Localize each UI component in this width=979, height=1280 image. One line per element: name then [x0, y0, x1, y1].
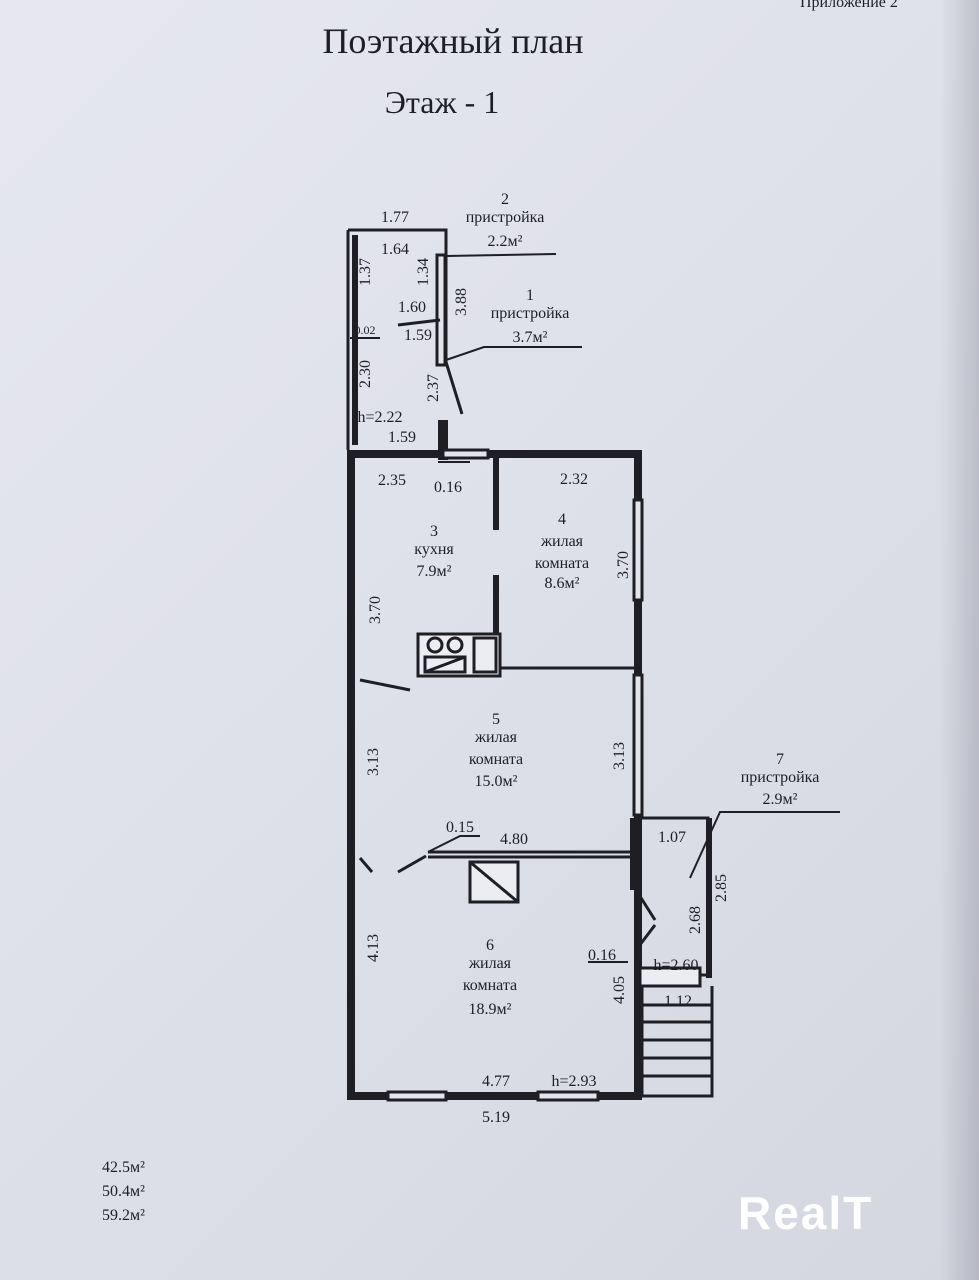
floor-label: Этаж - 1	[384, 84, 500, 120]
door-leaf-room6-b	[397, 854, 427, 874]
window-right-2	[632, 673, 644, 817]
dim: 3.13	[611, 742, 628, 770]
dim: 1.60	[398, 299, 426, 316]
room4-name-2: комната	[535, 555, 589, 572]
room7-num: 7	[776, 751, 784, 768]
leader-room1	[445, 346, 582, 361]
window-bottom-1	[386, 1090, 448, 1102]
area-totals: 42.5м² 50.4м² 59.2м²	[102, 1156, 145, 1228]
dim: h=2.22	[357, 409, 402, 426]
room2-area: 2.2м²	[488, 233, 523, 250]
annex7-wall-right	[706, 818, 712, 978]
room5-name-1: жилая	[474, 729, 518, 746]
window-top	[441, 448, 490, 460]
room3-num: 3	[430, 523, 438, 540]
paper-edge-shadow	[939, 0, 979, 1280]
outer-wall-left	[347, 450, 355, 1100]
outer-wall-top-right	[488, 450, 642, 458]
page-title: Поэтажный план	[322, 21, 584, 61]
dim: 2.68	[687, 906, 704, 934]
dim: 1.07	[658, 829, 686, 846]
dim: 5.19	[482, 1109, 510, 1126]
room2-num: 2	[501, 191, 509, 208]
annex7-wall-left	[630, 818, 640, 890]
dim: 0.16	[588, 947, 616, 964]
annex-partition	[397, 318, 441, 327]
stove-burner	[446, 636, 464, 654]
outer-wall-bottom	[347, 1092, 642, 1100]
appendix-label: Приложение 2	[800, 0, 898, 11]
dim: 0.02	[355, 323, 376, 337]
room6-name-2: комната	[463, 977, 517, 994]
dim: 0.15	[446, 819, 474, 836]
leader-room7	[689, 811, 840, 879]
dim: 2.30	[357, 360, 374, 388]
dim: 1.34	[415, 258, 432, 286]
outer-wall-top-left	[347, 450, 443, 458]
dim: 1.64	[381, 241, 409, 258]
room5-num: 5	[492, 711, 500, 728]
dim: 0.16	[434, 479, 462, 496]
room1-name: пристройка	[491, 305, 570, 322]
annex7-door	[634, 889, 657, 951]
room3-name: кухня	[414, 541, 454, 558]
realt-logo: RealT	[738, 1187, 874, 1239]
stove-oven	[423, 655, 467, 674]
dim: 4.77	[482, 1073, 510, 1090]
dim: 2.85	[713, 874, 730, 902]
door-leaf-kitchen	[359, 678, 411, 692]
room1-area: 3.7м²	[513, 329, 548, 346]
dim: 2.35	[378, 472, 406, 489]
dim: 2.37	[425, 374, 442, 402]
door-leaf-room6	[358, 857, 374, 873]
room6-area: 18.9м²	[469, 1001, 512, 1018]
window-right-1	[632, 498, 644, 602]
room6-name-1: жилая	[468, 955, 512, 972]
dim: 1.77	[381, 209, 409, 226]
leader-room2	[445, 253, 557, 257]
annex7-step-box	[638, 966, 702, 988]
dim: h=2.60	[653, 957, 698, 974]
dim: 1.59	[388, 429, 416, 446]
room5-area: 15.0м²	[475, 773, 518, 790]
dim: 1.59	[404, 327, 432, 344]
room6-num: 6	[486, 937, 494, 954]
dim: 4.05	[611, 976, 628, 1004]
dim: 3.88	[453, 288, 470, 316]
room2-name: пристройка	[466, 209, 545, 226]
annex-inner-wall	[352, 235, 358, 445]
room7-name: пристройка	[741, 769, 820, 786]
dim: 3.13	[365, 748, 382, 776]
annex-window	[435, 253, 447, 367]
room4-area: 8.6м²	[545, 575, 580, 592]
window-bottom-2	[536, 1090, 600, 1102]
dim: 1.12	[664, 993, 692, 1010]
dim: 4.80	[500, 831, 528, 848]
wall-kitchen-room4-top	[493, 455, 499, 530]
annex-door-leaf	[444, 361, 464, 415]
room7-area: 2.9м²	[763, 791, 798, 808]
dim: 1.37	[357, 258, 374, 286]
total-area-2: 50.4м²	[102, 1183, 145, 1200]
stove-burner	[426, 636, 444, 654]
dim: h=2.93	[551, 1073, 596, 1090]
chimney-diagonal	[469, 860, 519, 904]
total-area-1: 42.5м²	[102, 1159, 145, 1176]
room1-num: 1	[526, 287, 534, 304]
dim: 4.13	[365, 934, 382, 962]
room5-name-2: комната	[469, 751, 523, 768]
leader-0.15	[427, 835, 480, 853]
room4-name-1: жилая	[540, 533, 584, 550]
stove-cell	[472, 636, 498, 674]
room3-area: 7.9м²	[417, 563, 452, 580]
room4-num: 4	[558, 511, 566, 528]
annex-wall-stub	[438, 420, 448, 460]
wall-kitchen-room4-mid	[493, 575, 499, 670]
dim: 3.70	[615, 551, 632, 579]
dim: 3.70	[367, 596, 384, 624]
total-area-3: 59.2м²	[102, 1207, 145, 1224]
dim: 2.32	[560, 471, 588, 488]
stairs	[640, 986, 714, 1098]
